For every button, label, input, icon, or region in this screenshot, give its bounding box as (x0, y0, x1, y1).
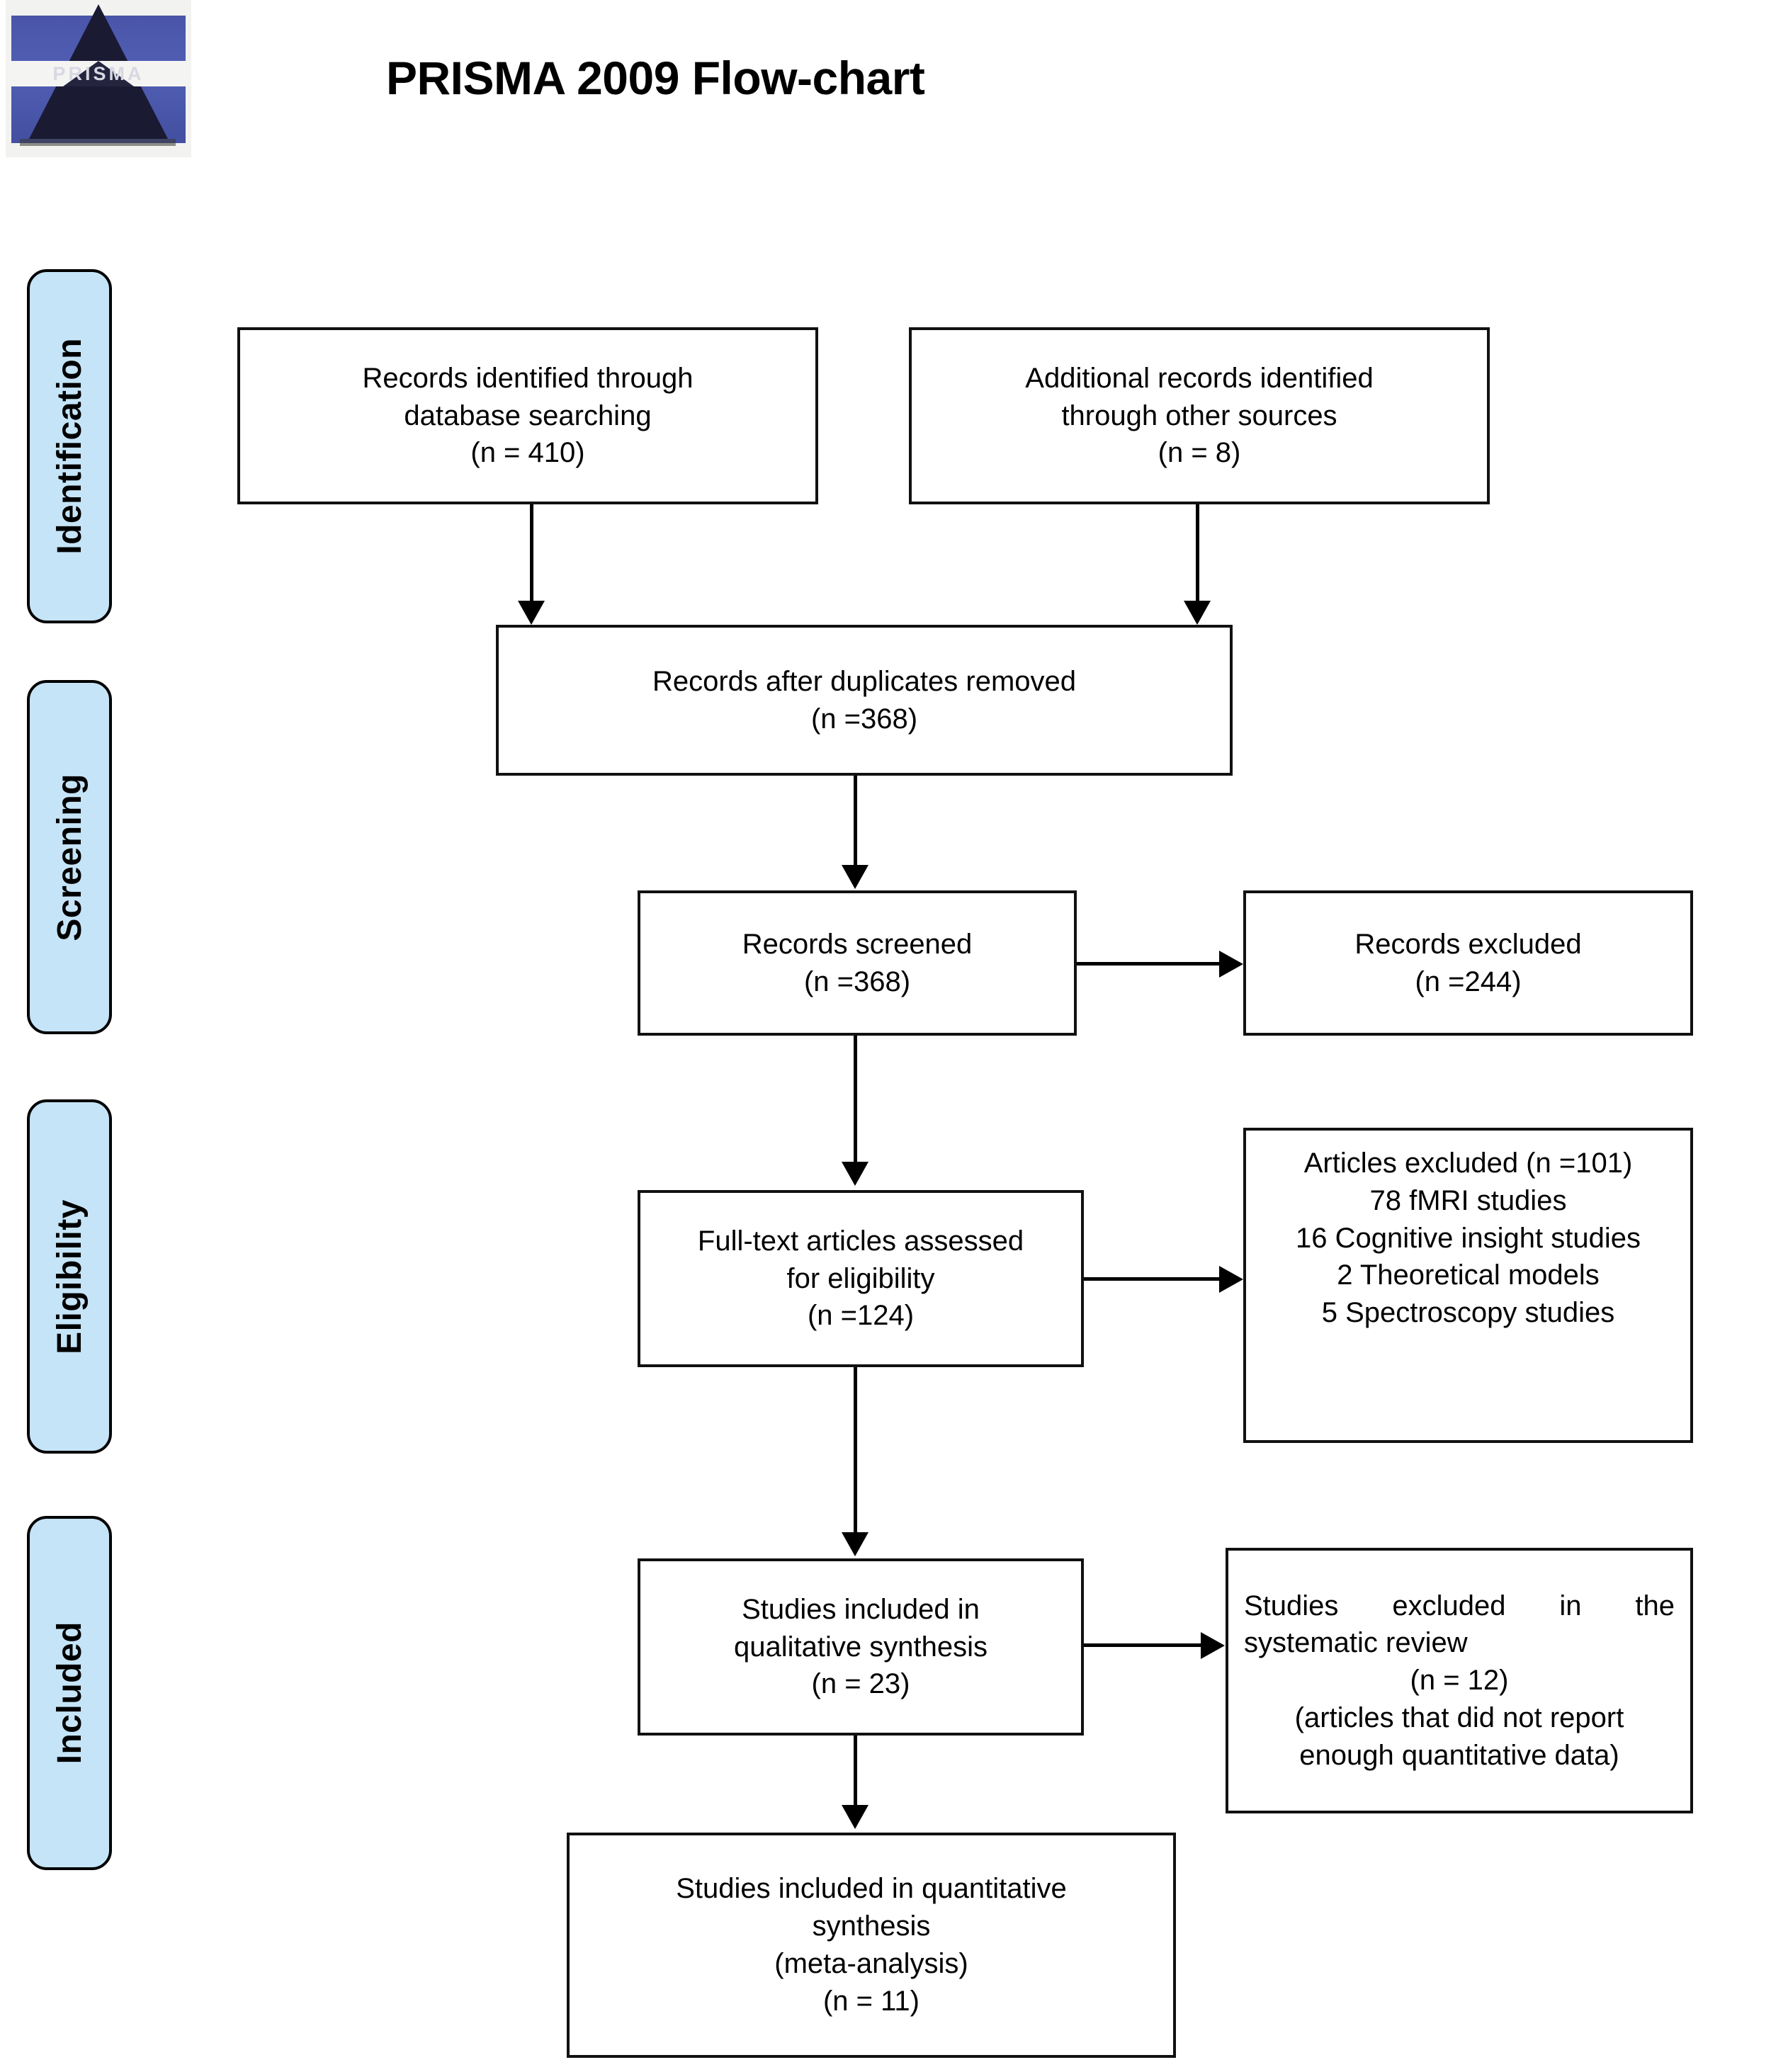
db-search-line-2: database searching (404, 400, 652, 431)
logo-triangle-band-overlap (63, 61, 134, 86)
box-studies-included-quantitative-text: Studies included in quantitative synthes… (676, 1870, 1066, 2020)
other-sources-line-2: through other sources (1061, 400, 1337, 431)
stage-label-screening-text: Screening (50, 773, 89, 941)
stage-label-eligibility-text: Eligibility (50, 1199, 89, 1354)
box-studies-included-qualitative-text: Studies included in qualitative synthesi… (734, 1591, 988, 1703)
arrowhead-fulltext-to-articles-excluded (1219, 1266, 1243, 1293)
box-records-screened-text: Records screened (n =368) (742, 926, 973, 1001)
connector-qualitative-to-studies-excluded (1084, 1643, 1201, 1647)
db-search-line-1: Records identified through (362, 362, 694, 394)
connector-qualitative-to-quantitative (854, 1736, 857, 1806)
quantitative-line-2: synthesis (812, 1910, 931, 1942)
prisma-logo: PRISMA (6, 0, 191, 157)
qualitative-line-1: Studies included in (742, 1593, 980, 1625)
stage-label-eligibility: Eligibility (27, 1099, 112, 1454)
box-studies-excluded-systematic-review-text: Studies excluded in the systematic revie… (1244, 1587, 1675, 1774)
fulltext-line-1: Full-text articles assessed (697, 1225, 1024, 1257)
records-excluded-line-1: Records excluded (1354, 928, 1582, 960)
stage-label-identification-text: Identification (50, 338, 89, 555)
qualitative-line-3: (n = 23) (811, 1668, 910, 1700)
stage-label-included: Included (27, 1516, 112, 1870)
box-articles-excluded: Articles excluded (n =101) 78 fMRI studi… (1243, 1128, 1693, 1443)
other-sources-line-1: Additional records identified (1025, 362, 1374, 394)
box-records-identified-database-text: Records identified through database sear… (363, 360, 694, 472)
records-excluded-line-2: (n =244) (1415, 966, 1522, 997)
stage-label-screening: Screening (27, 680, 112, 1034)
studies-excluded-line-3: (n = 12) (1410, 1665, 1509, 1697)
box-studies-excluded-systematic-review: Studies excluded in the systematic revie… (1226, 1548, 1693, 1813)
box-fulltext-articles-assessed: Full-text articles assessed for eligibil… (638, 1190, 1084, 1367)
arrowhead-other-sources-to-duplicates (1184, 601, 1211, 625)
box-records-after-duplicates-removed: Records after duplicates removed (n =368… (496, 625, 1233, 776)
studies-excluded-line-4: (articles that did not report (1294, 1702, 1624, 1733)
articles-excluded-line-5: 5 Spectroscopy studies (1321, 1297, 1615, 1329)
connector-screened-to-excluded (1077, 962, 1220, 966)
studies-excluded-line-5: enough quantitative data) (1299, 1739, 1619, 1771)
articles-excluded-line-3: 16 Cognitive insight studies (1296, 1222, 1641, 1254)
quantitative-line-3: (meta-analysis) (774, 1948, 968, 1979)
stage-label-identification: Identification (27, 269, 112, 623)
studies-excluded-line-1: Studies excluded in the (1244, 1590, 1675, 1621)
studies-excluded-line-2: systematic review (1244, 1627, 1468, 1659)
duplicates-line-1: Records after duplicates removed (652, 665, 1077, 697)
box-studies-included-qualitative: Studies included in qualitative synthesi… (638, 1558, 1084, 1736)
box-additional-records-other-sources-text: Additional records identified through ot… (1025, 360, 1373, 472)
qualitative-line-2: qualitative synthesis (734, 1631, 988, 1663)
box-records-identified-database: Records identified through database sear… (237, 327, 818, 504)
box-fulltext-articles-assessed-text: Full-text articles assessed for eligibil… (698, 1223, 1024, 1335)
articles-excluded-line-4: 2 Theoretical models (1337, 1259, 1600, 1291)
quantitative-line-4: (n = 11) (822, 1985, 920, 2017)
connector-duplicates-to-screened (854, 776, 857, 866)
logo-base-shadow (20, 139, 176, 146)
arrowhead-duplicates-to-screened (842, 865, 868, 889)
arrowhead-fulltext-to-qualitative (842, 1532, 868, 1556)
box-studies-included-quantitative: Studies included in quantitative synthes… (567, 1833, 1176, 2058)
connector-db-search-to-duplicates (530, 504, 533, 602)
connector-fulltext-to-qualitative (854, 1367, 857, 1534)
page-title: PRISMA 2009 Flow-chart (386, 52, 925, 104)
arrowhead-qualitative-to-quantitative (842, 1805, 868, 1829)
connector-screened-to-fulltext (854, 1036, 857, 1163)
articles-excluded-line-1: Articles excluded (n =101) (1303, 1148, 1633, 1179)
arrowhead-screened-to-fulltext (842, 1162, 868, 1186)
box-articles-excluded-text: Articles excluded (n =101) 78 fMRI studi… (1296, 1145, 1641, 1332)
fulltext-line-2: for eligibility (786, 1262, 935, 1294)
connector-fulltext-to-articles-excluded (1084, 1277, 1220, 1281)
stage-label-included-text: Included (50, 1621, 89, 1765)
logo-wordmark: PRISMA (52, 62, 145, 84)
arrowhead-qualitative-to-studies-excluded (1201, 1632, 1225, 1659)
arrowhead-screened-to-excluded (1219, 951, 1243, 978)
box-additional-records-other-sources: Additional records identified through ot… (909, 327, 1490, 504)
box-records-excluded-text: Records excluded (n =244) (1354, 926, 1581, 1001)
records-screened-line-2: (n =368) (803, 966, 911, 997)
box-records-excluded: Records excluded (n =244) (1243, 890, 1693, 1036)
box-records-after-duplicates-removed-text: Records after duplicates removed (n =368… (652, 663, 1076, 738)
box-records-screened: Records screened (n =368) (638, 890, 1077, 1036)
arrowhead-db-search-to-duplicates (518, 601, 545, 625)
duplicates-line-2: (n =368) (810, 703, 918, 735)
records-screened-line-1: Records screened (742, 928, 973, 960)
quantitative-line-1: Studies included in quantitative (676, 1873, 1067, 1905)
db-search-line-3: (n = 410) (470, 437, 585, 469)
articles-excluded-line-2: 78 fMRI studies (1369, 1184, 1567, 1216)
other-sources-line-3: (n = 8) (1158, 437, 1241, 469)
connector-other-sources-to-duplicates (1196, 504, 1199, 602)
fulltext-line-3: (n =124) (807, 1300, 915, 1332)
